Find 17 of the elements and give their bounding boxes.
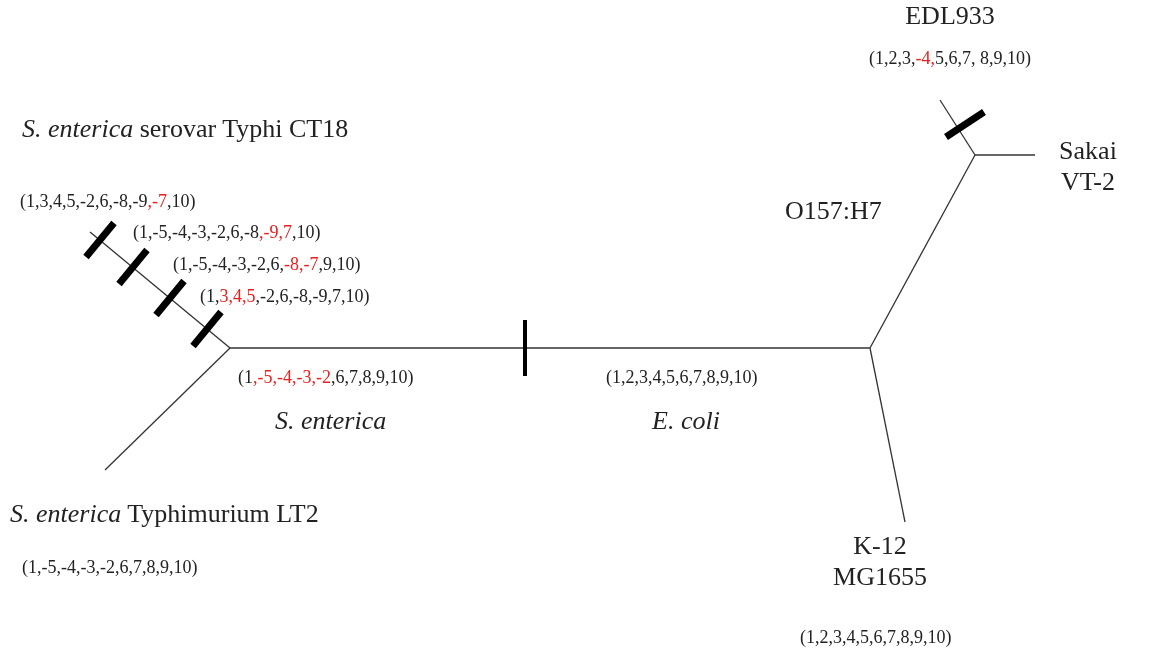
species-label: E. coli bbox=[652, 405, 720, 437]
strain-label: S. enterica Typhimurium LT2 bbox=[10, 498, 319, 530]
gene-order-label: (1,2,3,-4,5,6,7, 8,9,10) bbox=[869, 48, 1031, 70]
gene-order-label: (1,2,3,4,5,6,7,8,9,10) bbox=[800, 627, 952, 649]
strain-label: K-12 MG1655 bbox=[832, 530, 928, 593]
gene-order-label: (1,-5,-4,-3,-2,6,-8,-9,7,10) bbox=[133, 222, 321, 244]
gene-order-label: (1,-5,-4,-3,-2,6,7,8,9,10) bbox=[22, 557, 198, 579]
strain-label: Sakai VT-2 bbox=[1058, 135, 1118, 198]
gene-order-label: (1,-5,-4,-3,-2,6,-8,-7,9,10) bbox=[173, 254, 361, 276]
gene-order-label: (1,3,4,5,-2,6,-8,-9,7,10) bbox=[200, 286, 370, 308]
serotype-label: O157:H7 bbox=[785, 195, 882, 227]
species-label: S. enterica bbox=[275, 405, 387, 437]
strain-label: S. enterica serovar Typhi CT18 bbox=[22, 113, 349, 145]
strain-label: EDL933 bbox=[905, 0, 995, 32]
gene-order-label: (1,2,3,4,5,6,7,8,9,10) bbox=[606, 367, 758, 389]
gene-order-label: (1,3,4,5,-2,6,-8,-9,-7,10) bbox=[20, 191, 196, 213]
gene-order-label: (1,-5,-4,-3,-2,6,7,8,9,10) bbox=[238, 367, 414, 389]
